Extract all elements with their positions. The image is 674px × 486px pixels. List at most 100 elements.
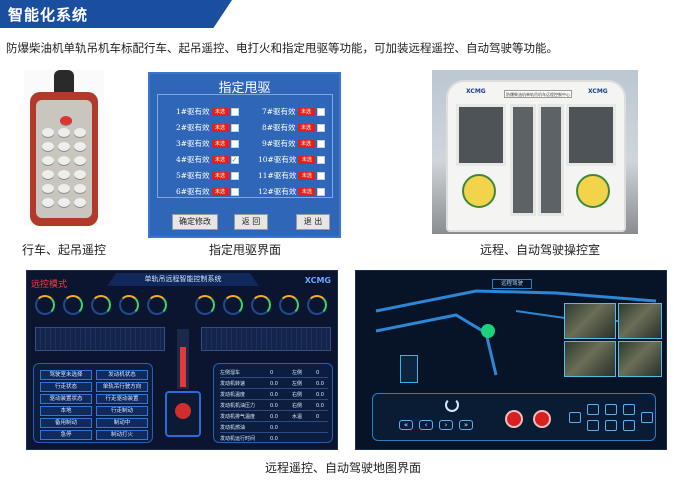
- command-button[interactable]: 制动中: [96, 418, 148, 428]
- command-button[interactable]: 发动机状态: [96, 370, 148, 380]
- keypad-button: [42, 170, 54, 179]
- back-button[interactable]: 返 回: [234, 214, 268, 230]
- driver-row-10[interactable]: 10#驱有效未选: [258, 154, 326, 165]
- command-button[interactable]: 本地: [40, 406, 92, 416]
- driver-label: 12#驱有效: [258, 187, 297, 196]
- driver-checkbox[interactable]: [317, 155, 326, 164]
- keypad-button: [42, 142, 54, 151]
- driver-row-1[interactable]: 1#驱有效未选: [176, 106, 239, 117]
- driver-checkbox[interactable]: [316, 123, 325, 132]
- command-panel: 驾驶室未选择 发动机状态 行走状态 单轨吊行驶方向 驱动装置状态 行走驱动装置 …: [33, 363, 153, 443]
- vehicle-marker-icon: [481, 324, 495, 338]
- up-button[interactable]: [623, 404, 635, 415]
- lamp-button[interactable]: [605, 420, 617, 431]
- forward-arrow-button[interactable]: ›: [439, 420, 453, 430]
- status-badge: 未选: [297, 123, 315, 132]
- driver-checkbox[interactable]: [230, 139, 239, 148]
- confirm-button[interactable]: 确定修改: [172, 214, 218, 230]
- command-button[interactable]: 行走驱动装置: [96, 394, 148, 404]
- driver-checkbox[interactable]: [316, 107, 325, 116]
- emergency-stop-button[interactable]: [505, 410, 523, 428]
- gauge-icon: [91, 295, 111, 315]
- status-badge: 未选: [298, 187, 316, 196]
- status-badge: 未选: [298, 155, 316, 164]
- driver-label: 3#驱有效: [176, 139, 210, 148]
- driver-checkbox[interactable]: [230, 187, 239, 196]
- driver-checkbox[interactable]: [230, 123, 239, 132]
- driver-row-2[interactable]: 2#驱有效未选: [176, 122, 239, 133]
- autonomous-map-screen: 远程驾驶 « ‹ › »: [355, 270, 667, 450]
- remote-control-image: [24, 70, 104, 226]
- brand-logo: XCMG: [588, 88, 608, 95]
- mode-button[interactable]: [641, 412, 653, 423]
- command-button[interactable]: 急停: [40, 430, 92, 440]
- tab-remote-driving[interactable]: 远程驾驶: [492, 279, 532, 289]
- trend-graph: [35, 327, 165, 351]
- track-line: [375, 313, 498, 376]
- settings-button[interactable]: [623, 420, 635, 431]
- driver-checkbox[interactable]: [230, 171, 239, 180]
- brake-button[interactable]: [533, 410, 551, 428]
- light-button[interactable]: [569, 412, 581, 423]
- driver-label: 8#驱有效: [262, 123, 296, 132]
- driver-row-12[interactable]: 12#驱有效未选: [258, 186, 326, 197]
- status-badge: 未选: [211, 123, 229, 132]
- back-arrow-button[interactable]: ‹: [419, 420, 433, 430]
- gauge-icon: [251, 295, 271, 315]
- driver-label: 7#驱有效: [262, 107, 296, 116]
- camera-feed[interactable]: [564, 341, 616, 377]
- command-button[interactable]: 单轨吊行驶方向: [96, 382, 148, 392]
- driver-checkbox-checked[interactable]: ✓: [230, 155, 239, 164]
- fast-forward-button[interactable]: »: [459, 420, 473, 430]
- driver-row-7[interactable]: 7#驱有效未选: [262, 106, 325, 117]
- command-button[interactable]: 行走制动: [96, 406, 148, 416]
- driver-label: 1#驱有效: [176, 107, 210, 116]
- keypad-button: [74, 128, 86, 137]
- sound-button[interactable]: [587, 404, 599, 415]
- driver-row-4[interactable]: 4#驱有效未选✓: [176, 154, 239, 165]
- cabin-sign: 防爆柴油机单轨吊机车远程控制中心: [504, 90, 572, 98]
- driver-checkbox[interactable]: [317, 187, 326, 196]
- rewind-button[interactable]: «: [399, 420, 413, 430]
- emergency-button: [60, 116, 72, 125]
- driver-label: 5#驱有效: [176, 171, 210, 180]
- keypad-button: [42, 198, 54, 207]
- keypad-button: [74, 198, 86, 207]
- driver-checkbox[interactable]: [316, 139, 325, 148]
- command-button[interactable]: 备用制动: [40, 418, 92, 428]
- power-icon[interactable]: [445, 398, 459, 412]
- driver-row-11[interactable]: 11#驱有效未选: [258, 170, 326, 181]
- command-button[interactable]: 行走状态: [40, 382, 92, 392]
- status-badge: 未选: [211, 107, 229, 116]
- exit-button[interactable]: 退 出: [296, 214, 330, 230]
- driver-row-8[interactable]: 8#驱有效未选: [262, 122, 325, 133]
- driver-checkbox[interactable]: [317, 171, 326, 180]
- caption-cabin: 远程、自动驾驶操控室: [480, 243, 601, 257]
- status-badge: 未选: [211, 155, 229, 164]
- status-badge: 未选: [211, 139, 229, 148]
- caption-selector: 指定甩驱界面: [208, 243, 281, 257]
- gauge-icon: [35, 295, 55, 315]
- driver-row-9[interactable]: 9#驱有效未选: [262, 138, 325, 149]
- driver-label: 11#驱有效: [258, 171, 297, 180]
- camera-feed[interactable]: [618, 341, 662, 377]
- command-button[interactable]: 驾驶室未选择: [40, 370, 92, 380]
- driver-row-3[interactable]: 3#驱有效未选: [176, 138, 239, 149]
- driver-checkbox[interactable]: [230, 107, 239, 116]
- section-header-banner: [0, 0, 232, 28]
- brand-logo: XCMG: [466, 88, 486, 95]
- camera-feed[interactable]: [618, 303, 662, 339]
- horn-button[interactable]: [605, 404, 617, 415]
- command-button[interactable]: 驱动装置状态: [40, 394, 92, 404]
- gauge-icon: [307, 295, 327, 315]
- driver-row-6[interactable]: 6#驱有效未选: [176, 186, 239, 197]
- camera-feed[interactable]: [564, 303, 616, 339]
- command-button[interactable]: 制动打火: [96, 430, 148, 440]
- safety-emblem: [576, 174, 610, 208]
- driver-row-5[interactable]: 5#驱有效未选: [176, 170, 239, 181]
- wiper-button[interactable]: [587, 420, 599, 431]
